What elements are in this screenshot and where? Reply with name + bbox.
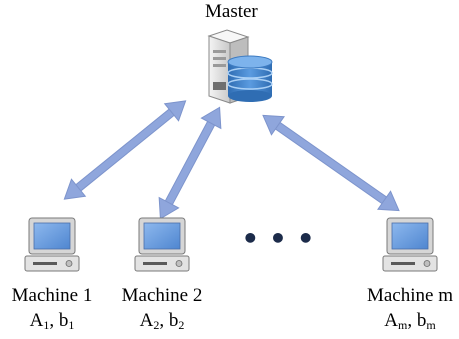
master-label: Master [205,1,258,22]
machine-name-label: Machine 1 [11,285,93,306]
double-headed-arrow-icon [262,114,400,212]
double-headed-arrow-icon [63,100,187,200]
machine-name-label: Machine m [366,285,453,306]
connection-arrows [63,100,400,220]
server-with-database-icon [207,29,273,104]
machine-name-label: Machine 2 [121,285,203,306]
computer-monitor-icon [24,217,80,272]
machine-data-label: A1, b1 [29,310,75,332]
machine-data-label: Am, bm [384,310,436,332]
machine-data-label: A2, b2 [139,310,185,332]
double-headed-arrow-icon [158,106,222,220]
ellipsis: • • • [241,222,314,255]
computer-monitor-icon [134,217,190,272]
computer-monitor-icon [382,217,438,272]
